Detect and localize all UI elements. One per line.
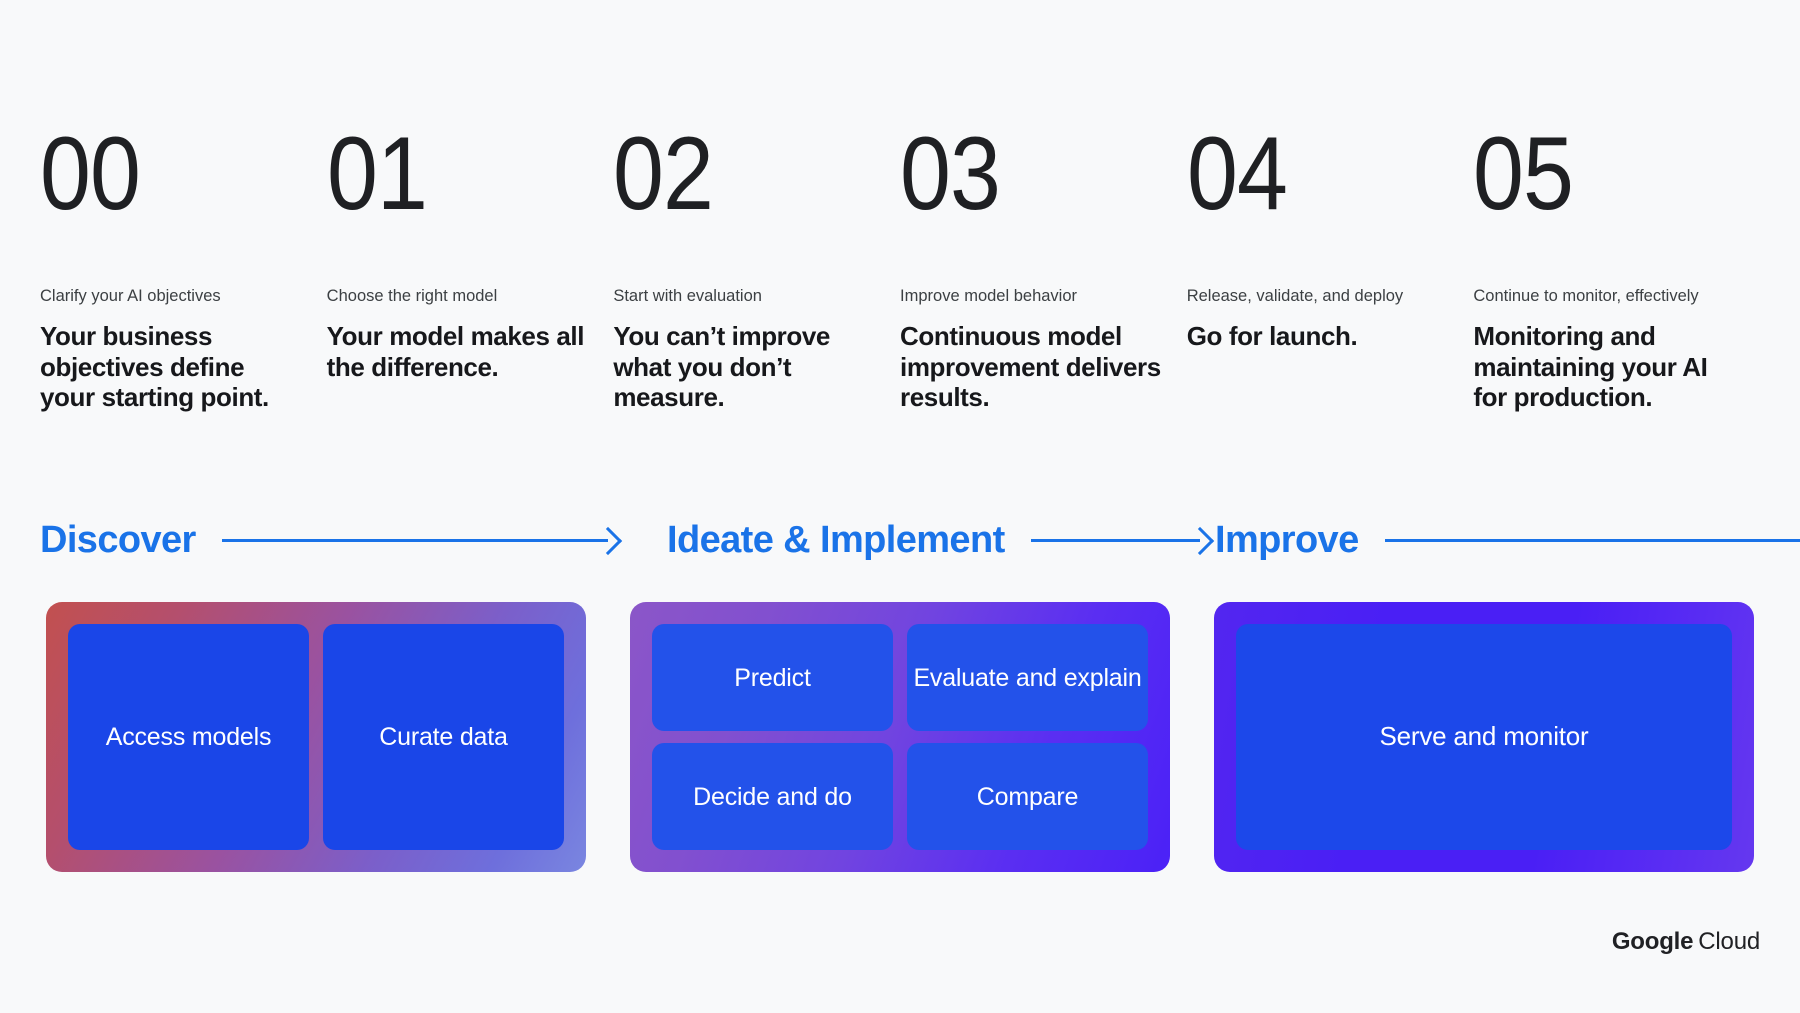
- step-number: 00: [40, 116, 141, 232]
- arrow-head: [593, 526, 623, 556]
- step-kicker: Improve model behavior: [900, 286, 1078, 305]
- step-kicker: Start with evaluation: [613, 286, 762, 305]
- phase-label: Improve: [1215, 518, 1359, 561]
- logo-google-text: Google: [1611, 928, 1694, 955]
- step-number: 02: [613, 116, 714, 232]
- tile-row-bottom: Decide and do Compare: [652, 743, 1148, 850]
- phase-label: Ideate & Implement: [667, 518, 1005, 561]
- arrow-shaft: [1384, 539, 1800, 542]
- step-kicker: Release, validate, and deploy: [1186, 286, 1404, 305]
- step-04: 04 Release, validate, and deploy Go for …: [1186, 116, 1474, 412]
- step-title: You can’t improve what you don’t measure…: [613, 321, 830, 413]
- step-title: Go for launch.: [1186, 321, 1358, 352]
- step-number: 01: [326, 116, 428, 232]
- step-00: 00 Clarify your AI objectives Your busin…: [40, 116, 327, 413]
- arrow-right-icon: [1030, 526, 1215, 556]
- step-03: 03 Improve model behavior Continuous mod…: [900, 116, 1187, 413]
- tile-evaluate-and-explain[interactable]: Evaluate and explain: [907, 624, 1148, 731]
- horizontal-rule-icon: [1384, 528, 1800, 552]
- tile-row-top: Predict Evaluate and explain: [652, 624, 1148, 731]
- step-title: Monitoring and maintaining your AI for p…: [1473, 321, 1708, 413]
- group-card-ideate-implement: Predict Evaluate and explain Decide and …: [630, 602, 1170, 872]
- step-number: 04: [1186, 116, 1288, 232]
- step-number: 03: [900, 116, 1001, 232]
- step-title: Your business objectives define your sta…: [40, 321, 269, 413]
- tile-access-models[interactable]: Access models: [68, 624, 309, 850]
- arrow-head: [1185, 526, 1215, 556]
- step-01: 01 Choose the right model Your model mak…: [326, 116, 614, 412]
- group-card-improve: Serve and monitor: [1214, 602, 1754, 872]
- step-kicker: Continue to monitor, effectively: [1473, 286, 1699, 305]
- phase-header-row: Discover Ideate & Implement Improve: [40, 510, 1800, 570]
- arrow-right-icon: [221, 526, 623, 556]
- step-kicker: Clarify your AI objectives: [40, 286, 221, 305]
- step-number: 05: [1473, 116, 1574, 232]
- tile-decide-and-do[interactable]: Decide and do: [652, 743, 893, 850]
- step-title: Continuous model improvement delivers re…: [900, 321, 1161, 413]
- tile-predict[interactable]: Predict: [652, 624, 893, 731]
- steps-row: 00 Clarify your AI objectives Your busin…: [40, 116, 1760, 413]
- logo-cloud-text: Cloud: [1698, 928, 1760, 955]
- step-title: Your model makes all the difference.: [326, 321, 585, 382]
- phase-header-improve: Improve: [1215, 510, 1800, 570]
- tile-curate-data[interactable]: Curate data: [323, 624, 564, 850]
- step-05: 05 Continue to monitor, effectively Moni…: [1473, 116, 1760, 413]
- arrow-shaft: [221, 539, 608, 542]
- step-02: 02 Start with evaluation You can’t impro…: [613, 116, 900, 413]
- phase-label: Discover: [40, 518, 196, 561]
- phase-header-ideate-implement: Ideate & Implement: [667, 510, 1215, 570]
- tile-compare[interactable]: Compare: [907, 743, 1148, 850]
- group-card-discover: Access models Curate data: [46, 602, 586, 872]
- step-kicker: Choose the right model: [326, 286, 498, 305]
- phase-header-discover: Discover: [40, 510, 623, 570]
- tile-serve-and-monitor[interactable]: Serve and monitor: [1236, 624, 1732, 850]
- arrow-shaft: [1030, 539, 1200, 542]
